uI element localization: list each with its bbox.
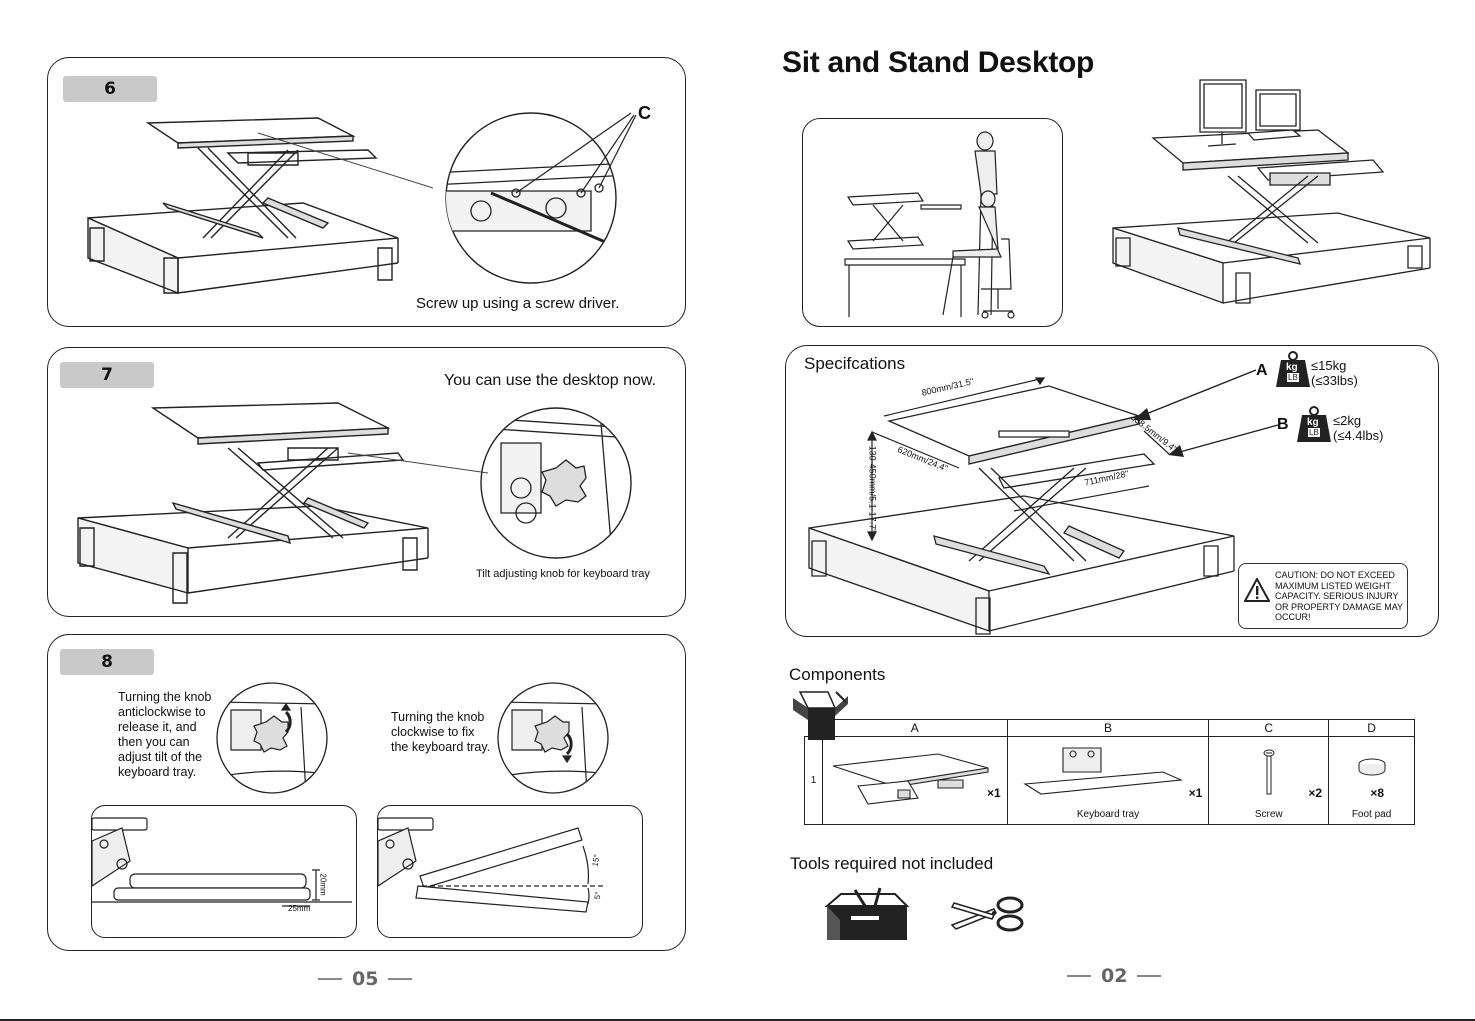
step-7-caption: You can use the desktop now. — [444, 372, 657, 389]
row-index: 1 — [804, 736, 823, 825]
components-heading: Components — [789, 665, 886, 684]
component-d-cell: ×8 Foot pad — [1328, 736, 1415, 825]
right-page-number: 02 — [1067, 965, 1162, 987]
left-page-number: 05 — [318, 968, 413, 990]
component-d-header: D — [1328, 719, 1415, 737]
desktop-part-icon — [828, 746, 998, 816]
toolbox-icon — [825, 886, 909, 940]
step-7-knob-detail — [481, 403, 631, 563]
component-a-cell: ×1 — [821, 736, 1008, 825]
step-8-badge: 8 — [60, 649, 154, 675]
specifications-panel: Specifcations 800mm/31.5" 620mm/24.4" 13… — [785, 345, 1439, 637]
step-6-caption: Screw up using a screw driver. — [416, 295, 620, 312]
component-a-qty: ×1 — [986, 785, 1001, 800]
component-b-name: Keyboard tray — [1076, 808, 1140, 820]
component-c-header: C — [1208, 719, 1330, 737]
spec-desk-illustration — [804, 376, 1244, 636]
load-arrow-a — [1133, 366, 1261, 420]
screw-icon — [1259, 748, 1279, 798]
step-8-panel: 8 Turning the knob anticlockwise to rele… — [47, 634, 686, 951]
component-c-cell: ×2 Screw — [1208, 736, 1330, 825]
component-a-header: A — [821, 719, 1008, 737]
step-6-label-c: C — [638, 103, 651, 123]
step-7-detail-caption: Tilt adjusting knob for keyboard tray — [476, 568, 650, 580]
scissors-icon — [950, 895, 1026, 935]
load-b-label: B — [1277, 416, 1289, 433]
foot-pad-icon — [1352, 756, 1392, 780]
component-c-name: Screw — [1254, 808, 1283, 820]
component-d-name: Foot pad — [1351, 808, 1392, 820]
page-title: Sit and Stand Desktop — [782, 46, 1095, 79]
step-6-badge: 6 — [63, 76, 157, 102]
load-b-limit: ≤2kg (≤4.4lbs) — [1333, 413, 1384, 443]
desk-with-monitors-illustration — [1108, 78, 1438, 308]
step-7-panel: 7 You can use the desktop now. — [47, 347, 686, 617]
component-d-qty: ×8 — [1370, 785, 1384, 800]
weight-a-kg: kg — [1286, 362, 1298, 373]
warning-icon — [1244, 578, 1270, 602]
weight-a-lb: LB — [1287, 373, 1299, 382]
step-8-release-detail — [216, 682, 328, 794]
step-7-leader-line — [348, 443, 548, 503]
dim-20mm: 20mm — [318, 873, 328, 896]
step-7-badge: 7 — [60, 362, 154, 388]
flat-tray-illustration — [92, 806, 358, 939]
step-6-detail-circle — [431, 113, 641, 293]
tilted-tray-illustration — [378, 806, 644, 939]
component-b-header: B — [1006, 719, 1210, 737]
step-6-desk-illustration — [78, 98, 408, 308]
load-arrow-b — [1168, 423, 1286, 457]
step-8-fix-detail — [497, 682, 609, 794]
step-7-desk-illustration — [78, 388, 438, 603]
bottom-rule — [0, 1019, 1475, 1021]
keyboard-tray-icon — [1023, 742, 1183, 802]
step-8-flat-tray-panel: 20mm 25mm — [91, 805, 357, 938]
component-c-qty: ×2 — [1308, 785, 1323, 800]
weight-b-lb: LB — [1308, 428, 1320, 437]
specifications-heading: Specifcations — [804, 354, 906, 373]
sit-stand-figure — [803, 119, 1064, 328]
caution-box: CAUTION: DO NOT EXCEED MAXIMUM LISTED WE… — [1238, 563, 1408, 629]
load-a-label: A — [1256, 362, 1268, 379]
load-a-limit: ≤15kg (≤33lbs) — [1311, 358, 1358, 388]
caution-text: CAUTION: DO NOT EXCEED MAXIMUM LISTED WE… — [1275, 570, 1403, 623]
component-b-qty: ×1 — [1188, 785, 1203, 800]
step-8-note-fix: Turning the knob clockwise to fix the ke… — [391, 710, 491, 754]
step-6-panel: 6 — [47, 57, 686, 327]
components-table: A B C D 1 ×1 — [804, 719, 1415, 825]
step-8-tilted-tray-panel: 15° 5° — [377, 805, 643, 938]
sit-stand-figure-panel — [802, 118, 1063, 327]
component-b-cell: ×1 Keyboard tray — [1006, 736, 1210, 825]
angle-5: 5° — [592, 890, 603, 901]
step-8-note-release: Turning the knob anticlockwise to releas… — [118, 690, 212, 779]
weight-b-kg: kg — [1307, 417, 1319, 428]
dim-25mm: 25mm — [288, 904, 311, 913]
dim-height: 130-450mm/5.1-17.7" — [867, 445, 878, 533]
tools-heading: Tools required not included — [790, 854, 994, 873]
step-6-leader-line — [248, 133, 448, 213]
